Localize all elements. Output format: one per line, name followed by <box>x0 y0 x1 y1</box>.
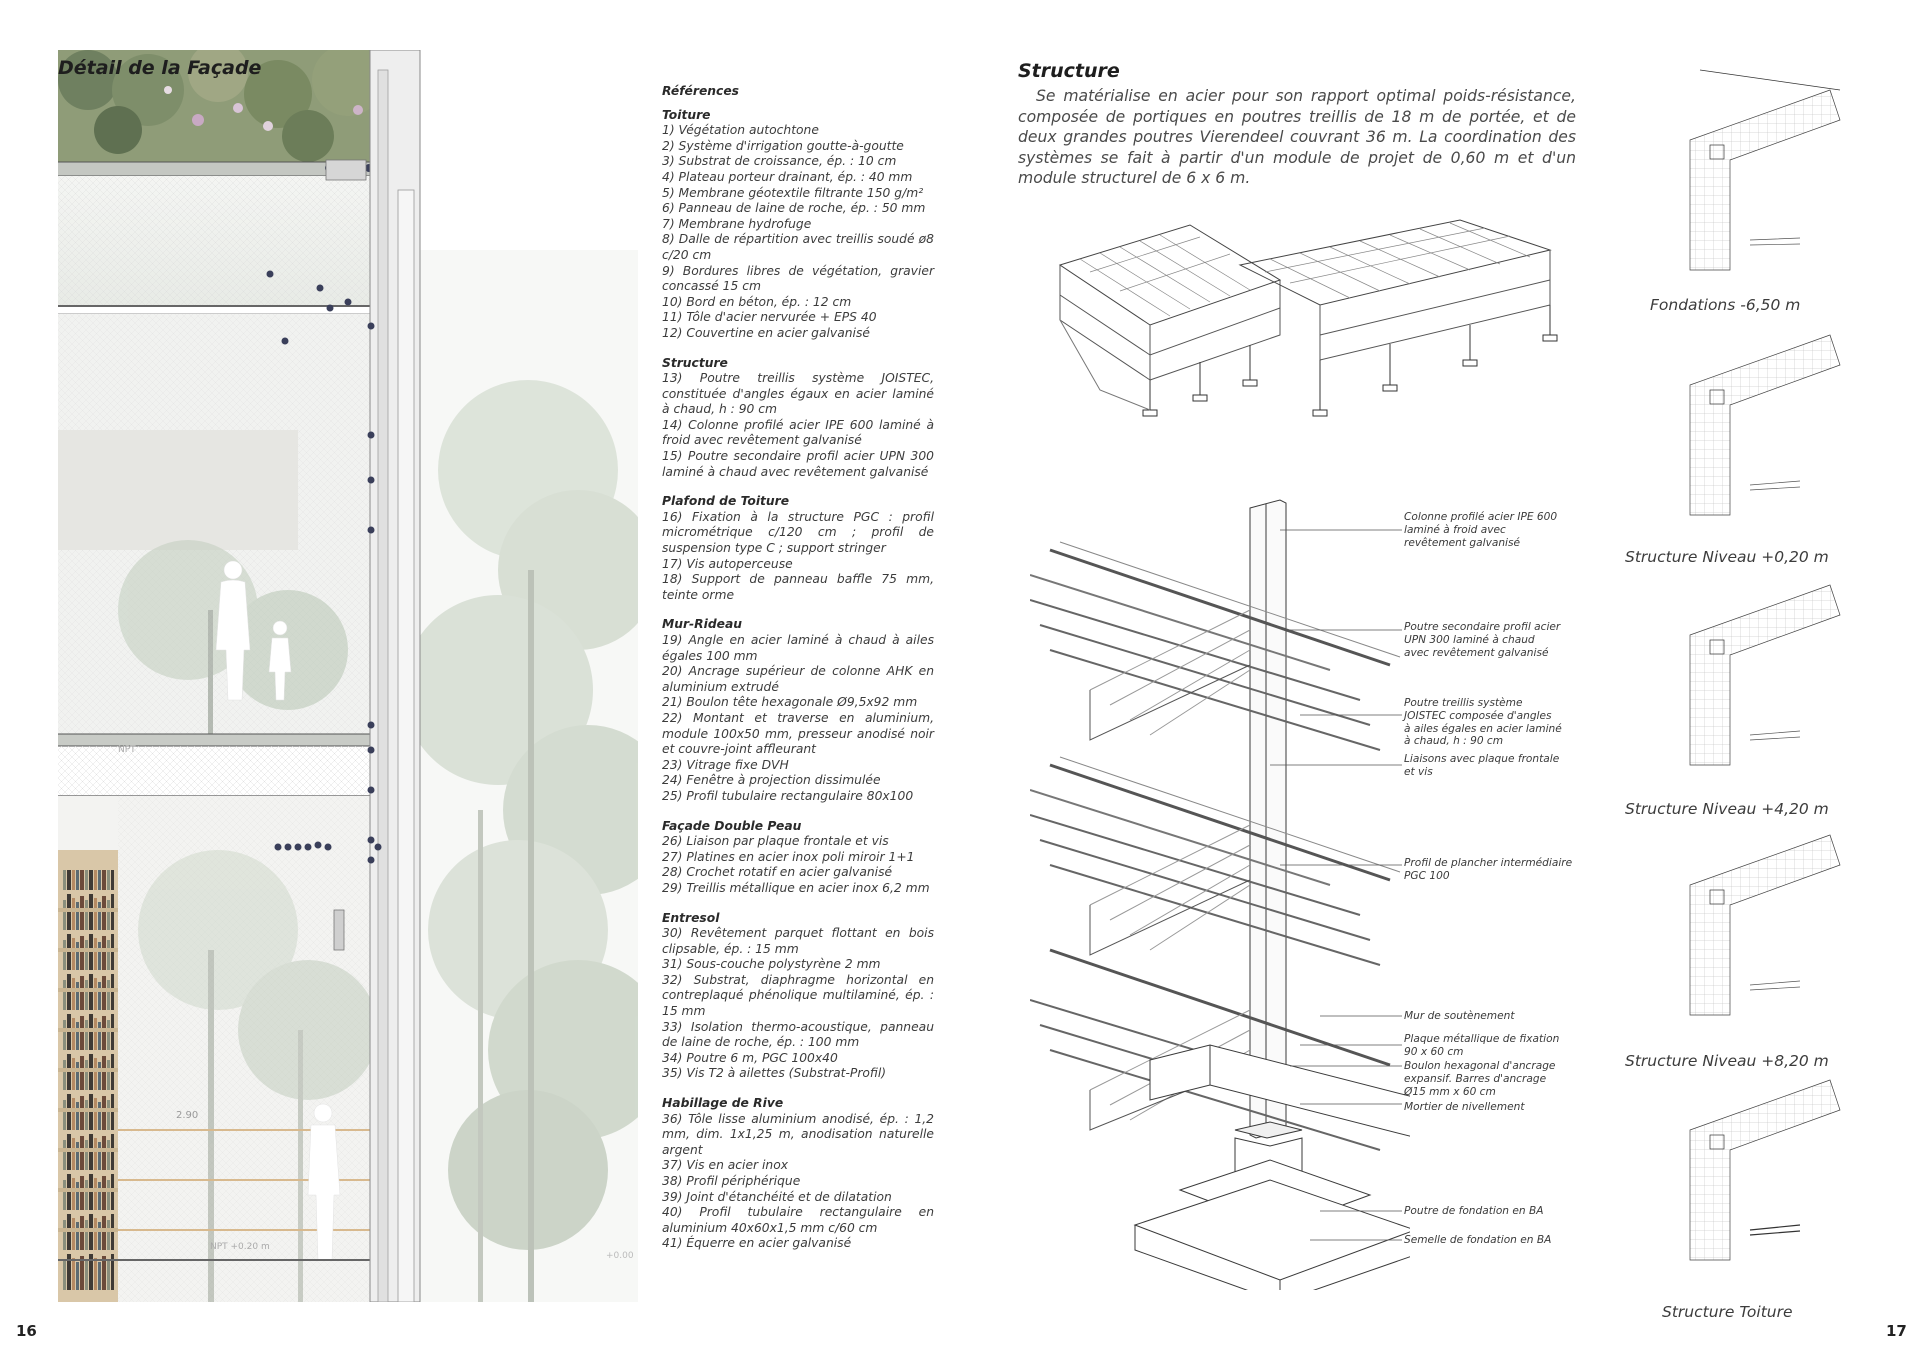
callout-truss-beam: Poutre treillis système JOISTEC composée… <box>1404 697 1562 748</box>
reference-item: 34) Poutre 6 m, PGC 100x40 <box>662 1050 838 1065</box>
callout-secondary-beam: Poutre secondaire profil acier UPN 300 l… <box>1404 621 1561 659</box>
exploded-column-detail <box>1029 490 1426 1303</box>
reference-item: 23) Vitrage fixe DVH <box>662 757 789 772</box>
reference-item: 35) Vis T2 à ailettes (Substrat-Profil) <box>662 1066 887 1081</box>
reference-item: 26) Liaison par plaque frontale et vis <box>662 834 889 849</box>
reference-item: 9) Bordures libres de végétation, gravie… <box>662 263 934 294</box>
reference-item: 39) Joint d'étanchéité et de dilatation <box>662 1189 892 1204</box>
reference-item: 14) Colonne profilé acier IPE 600 laminé… <box>662 417 934 448</box>
reference-item: 20) Ancrage supérieur de colonne AHK en … <box>662 664 934 694</box>
callout-foundation-beam: Poutre de fondation en BA <box>1404 1205 1544 1217</box>
reference-item: 6) Panneau de laine de roche, ép. : 50 m… <box>662 201 926 216</box>
reference-item: 27) Platines en acier inox poli miroir 1… <box>662 849 915 864</box>
reference-item: 5) Membrane géotextile filtrante 150 g/m… <box>662 185 924 200</box>
plan-caption-level-020: Structure Niveau +0,20 m <box>1625 548 1829 566</box>
reference-item: 15) Poutre secondaire profil acier UPN 3… <box>662 449 934 479</box>
reference-item: 21) Boulon tête hexagonale Ø9,5x92 mm <box>662 695 918 710</box>
reference-item: 29) Treillis métallique en acier inox 6,… <box>662 880 930 895</box>
page-number-right: 17 <box>1886 1322 1907 1340</box>
callout-base-plate: Plaque métallique de fixation 90 x 60 cm <box>1404 1033 1560 1058</box>
reference-item: 11) Tôle d'acier nervurée + EPS 40 <box>662 310 877 325</box>
page-title-right: Structure <box>1018 60 1120 82</box>
reference-item: 13) Poutre treillis système JOISTEC, con… <box>662 371 934 417</box>
references-heading: Références <box>662 84 739 98</box>
section-title: Entresol <box>662 910 720 925</box>
level-label-plus: NPT +0.20 m <box>210 1242 270 1252</box>
section-title: Mur-Rideau <box>662 617 743 632</box>
reference-item: 2) Système d'irrigation goutte-à-goutte <box>662 138 904 153</box>
callout-footing: Semelle de fondation en BA <box>1404 1234 1552 1246</box>
plan-caption-foundations: Fondations -6,50 m <box>1650 296 1801 314</box>
reference-item: 8) Dalle de répartition avec treillis so… <box>662 232 934 262</box>
height-label: 2.90 <box>176 1110 198 1121</box>
reference-item: 4) Plateau porteur drainant, ép. : 40 mm <box>662 169 913 184</box>
reference-item: 28) Crochet rotatif en acier galvanisé <box>662 865 893 880</box>
callout-leaders <box>1260 510 1410 1270</box>
reference-item: 32) Substrat, diaphragme horizontal en c… <box>662 972 934 1019</box>
reference-item: 24) Fenêtre à projection dissimulée <box>662 773 881 788</box>
reference-item: 22) Montant et traverse en aluminium, mo… <box>662 710 934 757</box>
reference-item: 41) Équerre en acier galvanisé <box>662 1236 852 1251</box>
callout-grout: Mortier de nivellement <box>1404 1101 1525 1113</box>
section-title: Façade Double Peau <box>662 818 802 833</box>
reference-item: 7) Membrane hydrofuge <box>662 216 812 231</box>
callout-column: Colonne profilé acier IPE 600 laminé à f… <box>1404 511 1558 549</box>
reference-item: 40) Profil tubulaire rectangulaire en al… <box>662 1205 934 1235</box>
page-title-left: Détail de la Façade <box>58 57 262 79</box>
structure-description: Se matérialise en acier pour son rapport… <box>1018 87 1576 188</box>
reference-item: 18) Support de panneau baffle 75 mm, tei… <box>662 572 934 602</box>
reference-item: 19) Angle en acier laminé à chaud à aile… <box>662 633 934 663</box>
section-title: Structure <box>662 355 728 370</box>
callout-retaining-wall: Mur de soutènement <box>1404 1010 1515 1022</box>
reference-item: 3) Substrat de croissance, ép. : 10 cm <box>662 154 897 169</box>
section-title: Plafond de Toiture <box>662 494 790 509</box>
level-label-top: NPT <box>118 745 136 755</box>
reference-item: 30) Revêtement parquet flottant en bois … <box>662 926 934 956</box>
reference-item: 25) Profil tubulaire rectangulaire 80x10… <box>662 788 914 803</box>
reference-item: 38) Profil périphérique <box>662 1174 801 1188</box>
reference-item: 10) Bord en béton, ép. : 12 cm <box>662 294 852 309</box>
callout-floor-profile: Profil de plancher intermédiaire PGC 100 <box>1404 857 1573 882</box>
axonometric-structure-drawing <box>1040 210 1580 450</box>
callout-end-plate: Liaisons avec plaque frontale et vis <box>1404 753 1560 778</box>
reference-item: 37) Vis en acier inox <box>662 1158 789 1173</box>
reference-item: 16) Fixation à la structure PGC : profil… <box>662 509 934 556</box>
plan-caption-level-820: Structure Niveau +8,20 m <box>1625 1052 1829 1070</box>
reference-item: 31) Sous-couche polystyrène 2 mm <box>662 957 881 972</box>
level-label-zero: +0.00 <box>606 1251 634 1261</box>
reference-item: 17) Vis autoperceuse <box>662 556 793 571</box>
callout-anchor-bolt: Boulon hexagonal d'ancrage expansif. Bar… <box>1404 1060 1556 1098</box>
page-number-left: 16 <box>16 1322 37 1340</box>
reference-item: 12) Couvertine en acier galvanisé <box>662 325 870 340</box>
reference-item: 36) Tôle lisse aluminium anodisé, ép. : … <box>662 1111 934 1157</box>
facade-section-drawing: NPT 2.90 NPT +0.20 m +0.00 <box>58 50 638 1302</box>
plan-caption-roof: Structure Toiture <box>1662 1303 1793 1321</box>
section-title: Toiture <box>662 107 711 122</box>
reference-item: 33) Isolation thermo-acoustique, panneau… <box>662 1019 934 1050</box>
reference-item: 1) Végétation autochtone <box>662 123 819 138</box>
section-title: Habillage de Rive <box>662 1096 784 1111</box>
references-list: Références Toiture 1) Végétation autocht… <box>662 84 934 1252</box>
structural-plans <box>1650 60 1850 1290</box>
plan-caption-level-420: Structure Niveau +4,20 m <box>1625 800 1829 818</box>
